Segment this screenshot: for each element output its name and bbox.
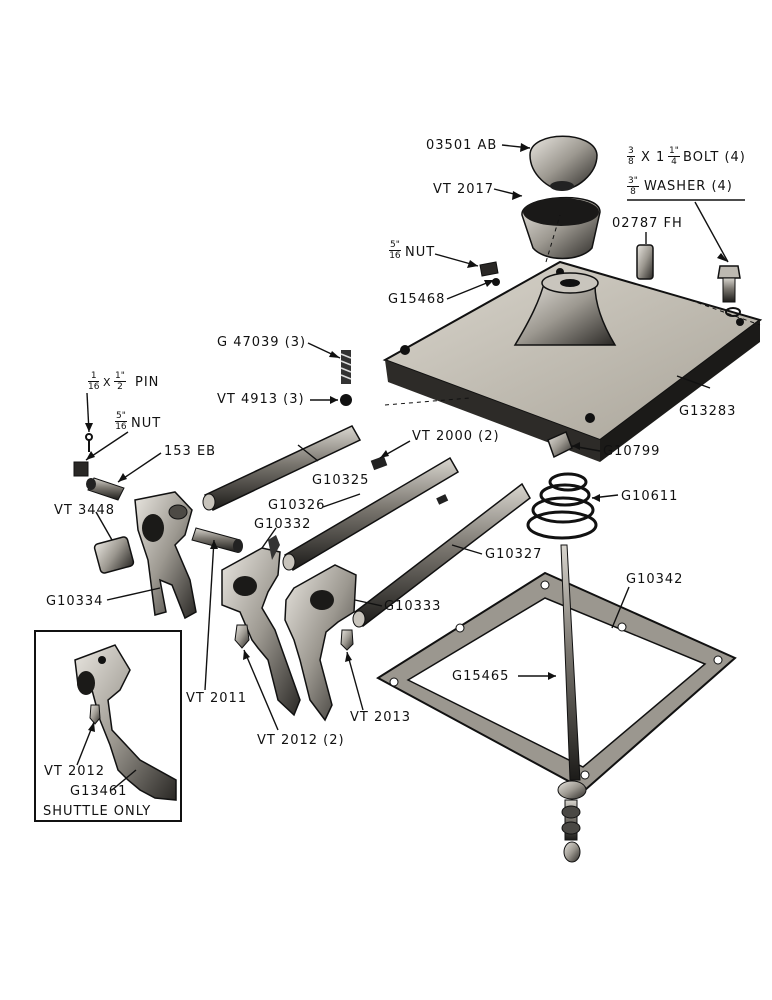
label-g10332: G10332 xyxy=(254,517,312,532)
label-vt2012: VT 2012 xyxy=(44,764,106,779)
pin-1-16 xyxy=(85,433,93,452)
fraction-bolt-len: 1"4 xyxy=(668,146,680,167)
set-screw-vt2012 xyxy=(234,624,250,649)
label-bolt: BOLT (4) xyxy=(683,150,746,165)
label-vt2000: VT 2000 (2) xyxy=(412,429,500,444)
shift-rail-g10327 xyxy=(352,482,531,628)
label-g13283: G13283 xyxy=(679,404,737,419)
interlock-plunger xyxy=(436,494,449,505)
interlock-pin-vt2000 xyxy=(370,455,388,471)
label-nut-top: NUT xyxy=(405,245,436,260)
cover-plate xyxy=(382,260,763,462)
label-g13461: G13461 xyxy=(70,784,128,799)
label-vt4913: VT 4913 (3) xyxy=(217,392,305,407)
label-g10799: G10799 xyxy=(603,444,661,459)
rubber-boot xyxy=(521,196,601,260)
label-g10333: G10333 xyxy=(384,599,442,614)
fraction-pin-b: 1"2 xyxy=(114,371,126,392)
label-pin: PIN xyxy=(135,375,160,390)
dowel-pin xyxy=(636,244,654,280)
alignment-lines xyxy=(384,214,761,406)
label-g10334: G10334 xyxy=(46,594,104,609)
spring-g10611 xyxy=(526,472,598,540)
label-g10611: G10611 xyxy=(621,489,679,504)
label-g10327: G10327 xyxy=(485,547,543,562)
label-153eb: 153 EB xyxy=(164,444,217,459)
fraction-nut-left: 5"16 xyxy=(115,411,127,432)
label-g47039: G 47039 (3) xyxy=(217,335,307,350)
label-washer: WASHER (4) xyxy=(644,179,733,194)
label-shuttle-only: SHUTTLE ONLY xyxy=(43,804,152,819)
shift-knob xyxy=(529,135,598,191)
shift-fork-g10334 xyxy=(134,491,197,620)
label-g15465: G15465 xyxy=(452,669,510,684)
label-bolt-x1: X 1 xyxy=(641,150,666,165)
bushing-vt3448 xyxy=(93,536,135,574)
fraction-washer: 3"8 xyxy=(627,176,639,197)
nut-left xyxy=(73,461,89,477)
roll-pin-153eb xyxy=(86,477,125,501)
detent-spring xyxy=(340,350,352,384)
pivot-g10799 xyxy=(547,430,573,459)
label-g15468: G15468 xyxy=(388,292,446,307)
label-vt2017: VT 2017 xyxy=(433,182,495,197)
label-03501ab: 03501 AB xyxy=(426,138,498,153)
shuttle-inset-box xyxy=(34,630,182,822)
fraction-nut-top: 5"16 xyxy=(389,240,401,261)
set-screw-vt2013 xyxy=(340,629,354,651)
label-vt3448: VT 3448 xyxy=(54,503,116,518)
shuttle-fork-g13461 xyxy=(74,644,177,801)
pin-vt2011 xyxy=(191,527,243,553)
label-pin-x: X xyxy=(103,376,112,389)
label-nut-left: NUT xyxy=(131,416,162,431)
shift-lever xyxy=(557,544,587,863)
detent-ball xyxy=(340,394,352,406)
arrowheads xyxy=(85,143,728,732)
label-vt2012-2: VT 2012 (2) xyxy=(257,733,345,748)
cover-gasket xyxy=(376,571,737,792)
cover-bolt xyxy=(717,265,741,317)
shift-fork-g10333 xyxy=(284,564,357,722)
label-vt2011: VT 2011 xyxy=(186,691,248,706)
label-g10326: G10326 xyxy=(268,498,326,513)
shift-rail-g10326 xyxy=(282,456,460,572)
label-g10342: G10342 xyxy=(626,572,684,587)
label-vt2013: VT 2013 xyxy=(350,710,412,725)
label-g10325: G10325 xyxy=(312,473,370,488)
label-02787fh: 02787 FH xyxy=(612,216,683,231)
